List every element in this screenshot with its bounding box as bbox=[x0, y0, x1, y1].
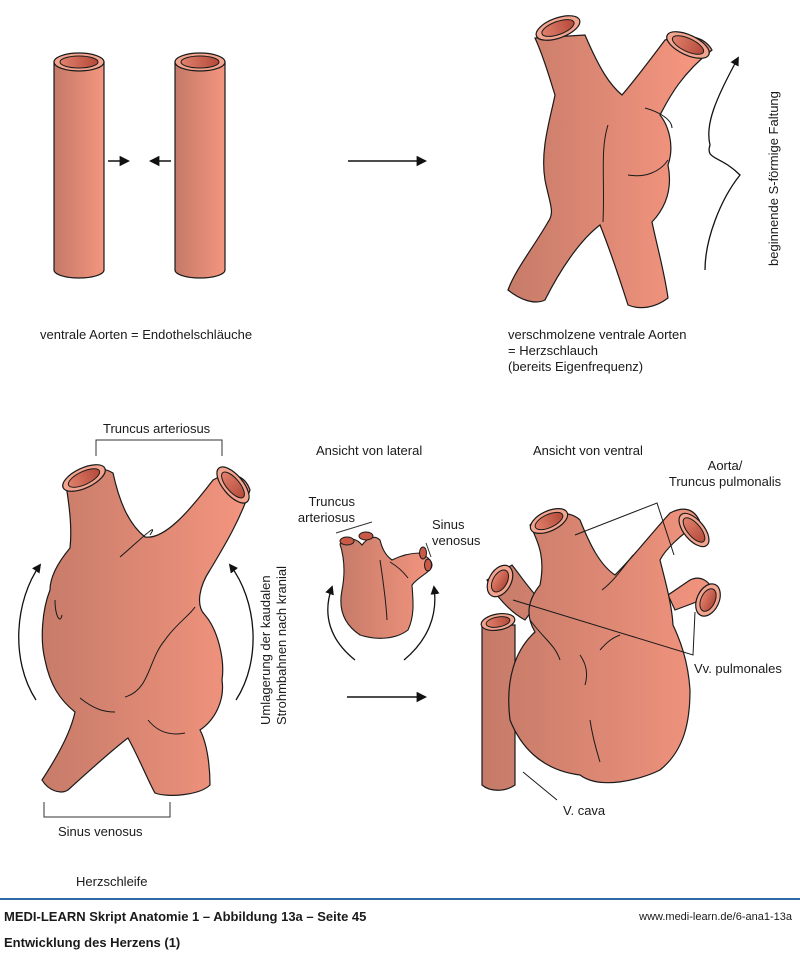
sinus-bracket bbox=[43, 802, 171, 818]
lateral-sinus-line-1: Sinus bbox=[432, 517, 465, 532]
footer-title: MEDI-LEARN Skript Anatomie 1 – Abbildung… bbox=[4, 909, 367, 924]
heart-tube-caption-line-2: = Herzschlauch bbox=[508, 343, 598, 358]
ventral-aorta-right bbox=[174, 52, 226, 279]
loop-arrow-right bbox=[228, 563, 254, 701]
aortae-caption: ventrale Aorten = Endothelschläuche bbox=[40, 327, 253, 342]
lateral-arrow-left bbox=[325, 585, 356, 661]
heart-loop bbox=[41, 464, 251, 796]
lateral-sinus-label: Sinus venosus bbox=[432, 517, 480, 549]
ventral-view-title: Ansicht von ventral bbox=[533, 443, 643, 458]
v-cava-label: V. cava bbox=[563, 803, 606, 818]
heart-tube-caption-line-1: verschmolzene ventrale Aorten bbox=[508, 327, 687, 342]
lateral-view-title: Ansicht von lateral bbox=[316, 443, 423, 458]
heart-tube-caption-line-3: (bereits Eigenfrequenz) bbox=[508, 359, 644, 374]
loop-side-label: Umlagerung der kaudalen Strohmbahnen nac… bbox=[258, 566, 290, 725]
loop-side-label-line-1: Umlagerung der kaudalen bbox=[258, 575, 273, 725]
heart-loop-caption: Herzschleife bbox=[76, 874, 148, 889]
lateral-truncus-line-2: arteriosus bbox=[297, 510, 355, 525]
ventral-leader-lines bbox=[512, 502, 696, 801]
loop-truncus-label: Truncus arteriosus bbox=[103, 421, 211, 436]
footer-url[interactable]: www.medi-learn.de/6-ana1-13a bbox=[639, 911, 792, 923]
lateral-sinus-bracket bbox=[425, 542, 432, 558]
heart-tube-caption: verschmolzene ventrale Aorten = Herzschl… bbox=[508, 327, 686, 375]
loop-side-label-line-2: Strohmbahnen nach kranial bbox=[274, 566, 289, 725]
ventral-aorta-left bbox=[53, 52, 105, 279]
loop-arrow-left bbox=[18, 563, 42, 701]
lateral-sinus-line-2: venosus bbox=[432, 533, 481, 548]
lateral-truncus-label: Truncus arteriosus bbox=[283, 494, 355, 526]
lateral-truncus-line-1: Truncus bbox=[308, 494, 355, 509]
loop-sinus-label: Sinus venosus bbox=[58, 824, 143, 839]
s-fold-arrow bbox=[704, 56, 741, 271]
truncus-bracket bbox=[95, 439, 223, 456]
footer-rule bbox=[0, 898, 800, 900]
aorta-label-line-2: Truncus pulmonalis bbox=[668, 474, 782, 489]
heart-tube bbox=[507, 15, 713, 309]
s-fold-label: beginnende S-förmige Faltung bbox=[766, 91, 781, 266]
lateral-truncus-bracket bbox=[335, 521, 373, 534]
lateral-heart bbox=[339, 531, 433, 639]
vv-pulmonales-label: Vv. pulmonales bbox=[694, 661, 782, 676]
footer-subtitle: Entwicklung des Herzens (1) bbox=[4, 935, 181, 950]
lateral-arrow-right bbox=[403, 585, 440, 661]
aorta-label-line-1: Aorta/ bbox=[707, 458, 743, 473]
ventral-heart bbox=[480, 508, 721, 791]
aorta-label: Aorta/ Truncus pulmonalis bbox=[655, 458, 795, 490]
